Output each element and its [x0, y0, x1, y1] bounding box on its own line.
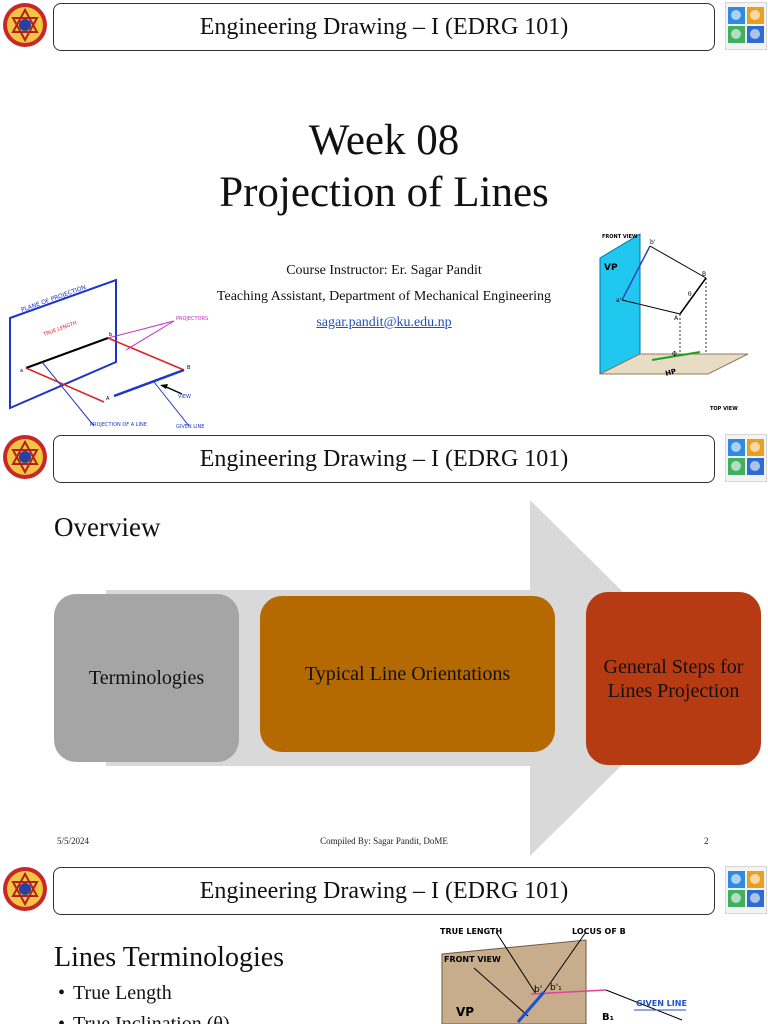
vp-label: VP	[456, 1005, 474, 1019]
kathmandu-university-logo-icon	[3, 3, 47, 47]
front-view-label: FRONT VIEW	[444, 955, 501, 964]
slide-2: Engineering Drawing – I (EDRG 101) Overv…	[0, 432, 768, 864]
given-line-label: GIVEN LINE	[636, 999, 687, 1008]
locus-of-b-label: LOCUS OF B	[572, 927, 626, 936]
plane-of-projection-figure: PLANE OF PROJECTION TRUE LENGTH PROJECTO…	[9, 278, 208, 430]
point-b-label: B	[702, 271, 706, 278]
department-emblem-icon	[725, 434, 767, 482]
footer-compiled-by: Compiled By: Sagar Pandit, DoME	[320, 836, 448, 846]
phi-label: Φ	[672, 351, 677, 358]
point-b1-prime-label: b'₁	[550, 983, 562, 993]
slide-title-topic: Projection of Lines	[219, 169, 549, 216]
front-top-view-figure: FRONT VIEW VP HP TOP VIEW a' b' A B θ Φ	[599, 233, 749, 412]
top-view-label: TOP VIEW	[710, 406, 738, 412]
slide-header: Engineering Drawing – I (EDRG 101)	[53, 3, 715, 51]
vp-label: VP	[604, 263, 618, 273]
point-b-label: b	[109, 332, 112, 338]
slide-header: Engineering Drawing – I (EDRG 101)	[53, 867, 715, 915]
list-item: True Length	[58, 982, 230, 1005]
point-a-label: A	[674, 315, 679, 322]
slide-1: Engineering Drawing – I (EDRG 101) Week …	[0, 0, 768, 432]
kathmandu-university-logo-icon	[3, 435, 47, 479]
slide-3: Engineering Drawing – I (EDRG 101) Lines…	[0, 864, 768, 1024]
projection-of-line-label: PROJECTION OF A LINE	[90, 422, 147, 428]
point-capital-b-label: B	[187, 365, 191, 371]
teaching-assistant: Teaching Assistant, Department of Mechan…	[216, 289, 552, 304]
terminology-list: True Length True Inclination (θ)	[58, 982, 230, 1024]
department-emblem-icon	[725, 866, 767, 914]
front-view-label: FRONT VIEW	[602, 234, 638, 240]
kathmandu-university-logo-icon	[3, 867, 47, 911]
footer-page-number: 2	[704, 836, 709, 846]
slide-title-week: Week 08	[308, 117, 460, 164]
list-item: True Inclination (θ)	[58, 1013, 230, 1024]
plane-of-projection-label: PLANE OF PROJECTION	[20, 284, 87, 314]
slide-header: Engineering Drawing – I (EDRG 101)	[53, 435, 715, 483]
course-instructor: Course Instructor: Er. Sagar Pandit	[286, 263, 482, 278]
true-length-label: TRUE LENGTH	[42, 320, 78, 338]
point-a-prime-label: a'	[616, 297, 622, 304]
line-terminology-figure: TRUE LENGTH LOCUS OF B FRONT VIEW VP GIV…	[440, 927, 687, 1024]
point-capital-a-label: A	[106, 396, 110, 402]
department-emblem-icon	[725, 2, 767, 50]
overview-heading: Overview	[54, 512, 161, 542]
point-b-prime-label: b'	[534, 985, 542, 995]
theta-label: θ	[688, 291, 692, 298]
node-general-steps: General Steps for Lines Projection	[586, 592, 761, 765]
true-length-label: TRUE LENGTH	[440, 927, 502, 936]
footer-date: 5/5/2024	[57, 836, 90, 846]
projectors-label: PROJECTORS	[176, 316, 208, 322]
point-b1-label: B₁	[602, 1012, 614, 1023]
hp-label: HP	[664, 367, 677, 378]
view-label: VIEW	[178, 394, 191, 400]
point-a-label: a	[20, 368, 23, 374]
point-b-prime-label: b'	[650, 239, 656, 246]
given-line-label: GIVEN LINE	[176, 424, 204, 430]
email-link[interactable]: sagar.pandit@ku.edu.np	[316, 315, 452, 330]
node-terminologies: Terminologies	[54, 594, 239, 762]
node-typical-line-orientations: Typical Line Orientations	[260, 596, 555, 752]
lines-terminologies-heading: Lines Terminologies	[54, 942, 285, 973]
